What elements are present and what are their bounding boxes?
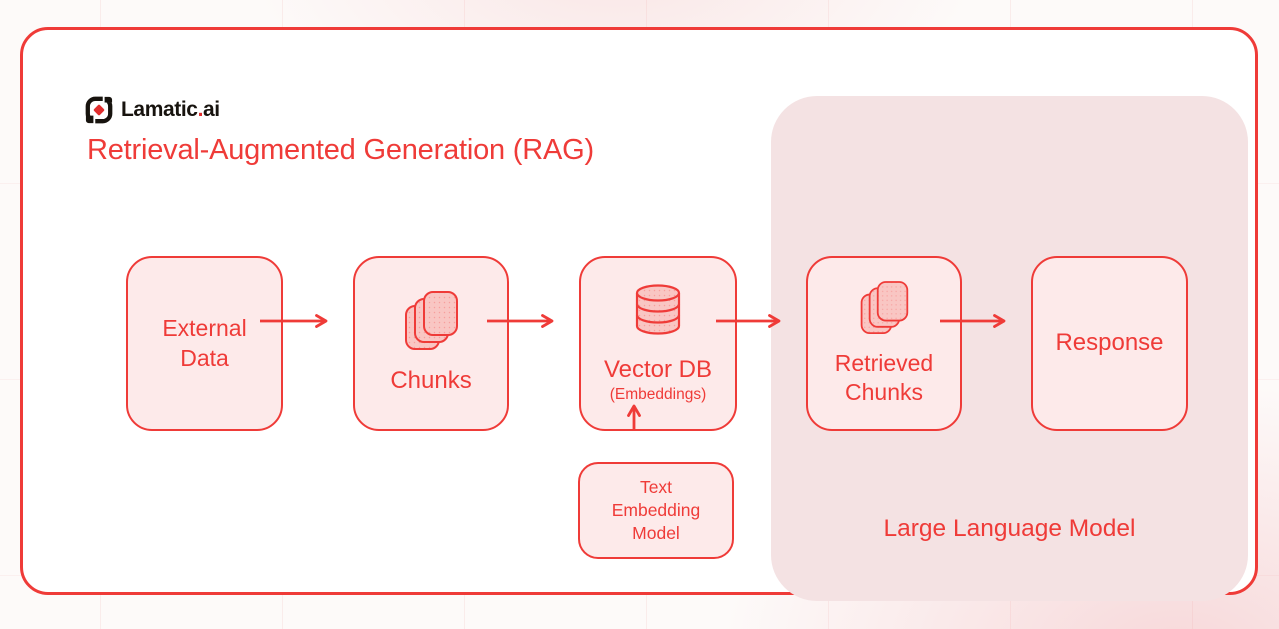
node-text-embedding-model: Text Embedding Model	[578, 462, 734, 559]
node-chunks: Chunks	[353, 256, 509, 431]
node-external-data: External Data	[126, 256, 283, 431]
database-icon	[632, 283, 684, 342]
diagram-card: Lamatic.ai Retrieval-Augmented Generatio…	[20, 27, 1258, 601]
stacked-cards-icon	[858, 280, 910, 342]
node-label: Response	[1055, 329, 1164, 357]
stacked-cards-icon	[402, 290, 460, 359]
brand: Lamatic.ai	[85, 96, 220, 124]
node-vector-db: Vector DB (Embeddings)	[579, 256, 737, 431]
llm-container-label: Large Language Model	[883, 515, 1136, 542]
brand-name: Lamatic.ai	[121, 98, 220, 121]
node-label: Vector DB	[603, 355, 713, 383]
lamatic-logo-icon	[85, 96, 113, 124]
node-response: Response	[1031, 256, 1188, 431]
node-retrieved-chunks: Retrieved Chunks	[806, 256, 962, 431]
page-title: Retrieval-Augmented Generation (RAG)	[87, 134, 594, 166]
node-sublabel: (Embeddings)	[609, 386, 707, 404]
node-label: Chunks	[390, 367, 472, 395]
node-label: External Data	[162, 315, 247, 371]
node-label: Retrieved Chunks	[834, 349, 934, 405]
node-label: Text Embedding Model	[611, 477, 701, 543]
